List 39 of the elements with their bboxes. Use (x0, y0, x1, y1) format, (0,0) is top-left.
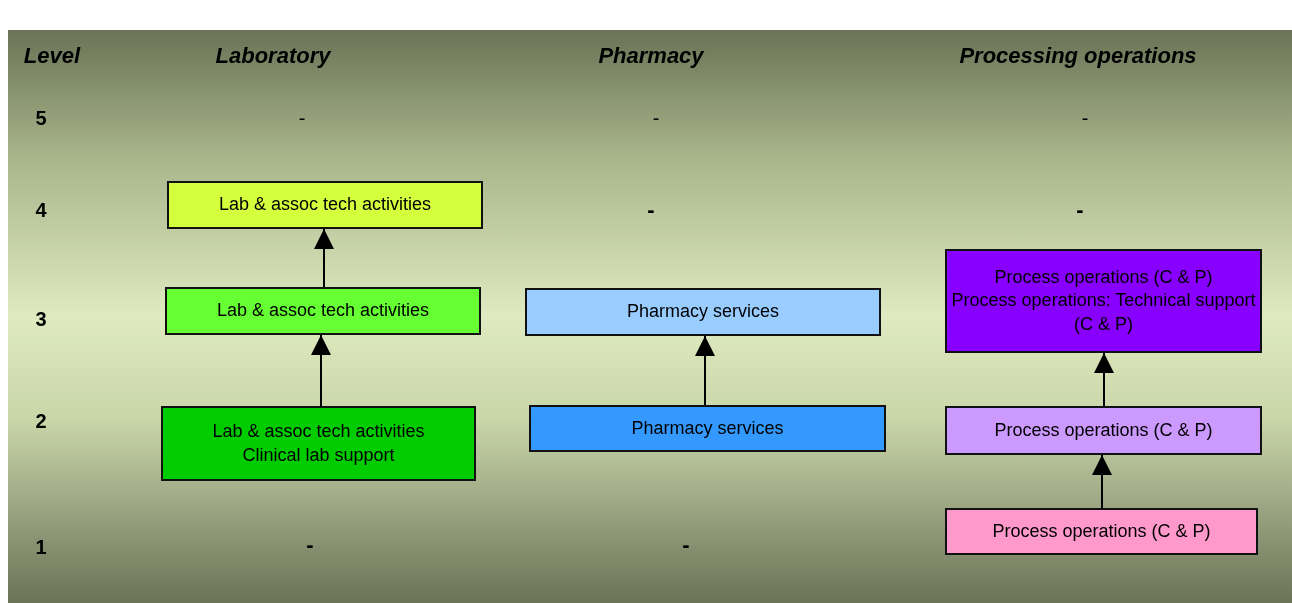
dash-mark: - (647, 197, 655, 223)
arrow (314, 228, 334, 288)
arrow (1094, 352, 1114, 407)
column-header: Pharmacy (598, 43, 704, 69)
level-number: 4 (35, 198, 47, 222)
job-role-box (529, 405, 886, 452)
job-role-box (945, 406, 1262, 455)
column-header: Level (23, 43, 81, 69)
job-role-box (161, 406, 476, 481)
job-role-box (165, 287, 481, 335)
dash-mark: - (682, 532, 690, 558)
job-role-box (167, 181, 483, 229)
job-role-box (945, 508, 1258, 555)
role-text: Process operations (C & P) (992, 519, 1211, 543)
role-text: Lab & assoc tech activities (216, 299, 430, 323)
role-text: Lab & assoc tech activities (212, 420, 425, 444)
column-header: Processing operations (959, 43, 1197, 69)
arrow (311, 334, 331, 407)
dash-mark: - (298, 106, 306, 130)
level-number: 3 (35, 307, 47, 331)
role-text: Pharmacy services (631, 416, 784, 440)
role-text: Process operations (C & P) (994, 418, 1213, 442)
dash-mark: - (652, 106, 660, 130)
dash-mark: - (1081, 106, 1089, 130)
level-number: 2 (35, 409, 47, 433)
level-number: 1 (35, 535, 47, 559)
job-role-box (945, 249, 1262, 353)
role-text: Clinical lab support (242, 443, 395, 467)
role-text: Process operations (C & P) (994, 265, 1213, 289)
role-text: Lab & assoc tech activities (218, 193, 432, 217)
level-number: 5 (35, 106, 47, 130)
role-text: Pharmacy services (626, 300, 779, 324)
dash-mark: - (1076, 197, 1084, 223)
arrow (695, 335, 715, 406)
column-header: Laboratory (215, 43, 331, 69)
role-text: Process operations: Technical support (C & P) (950, 289, 1257, 336)
dash-mark: - (306, 532, 314, 558)
arrow (1092, 454, 1112, 509)
job-role-box (525, 288, 881, 336)
